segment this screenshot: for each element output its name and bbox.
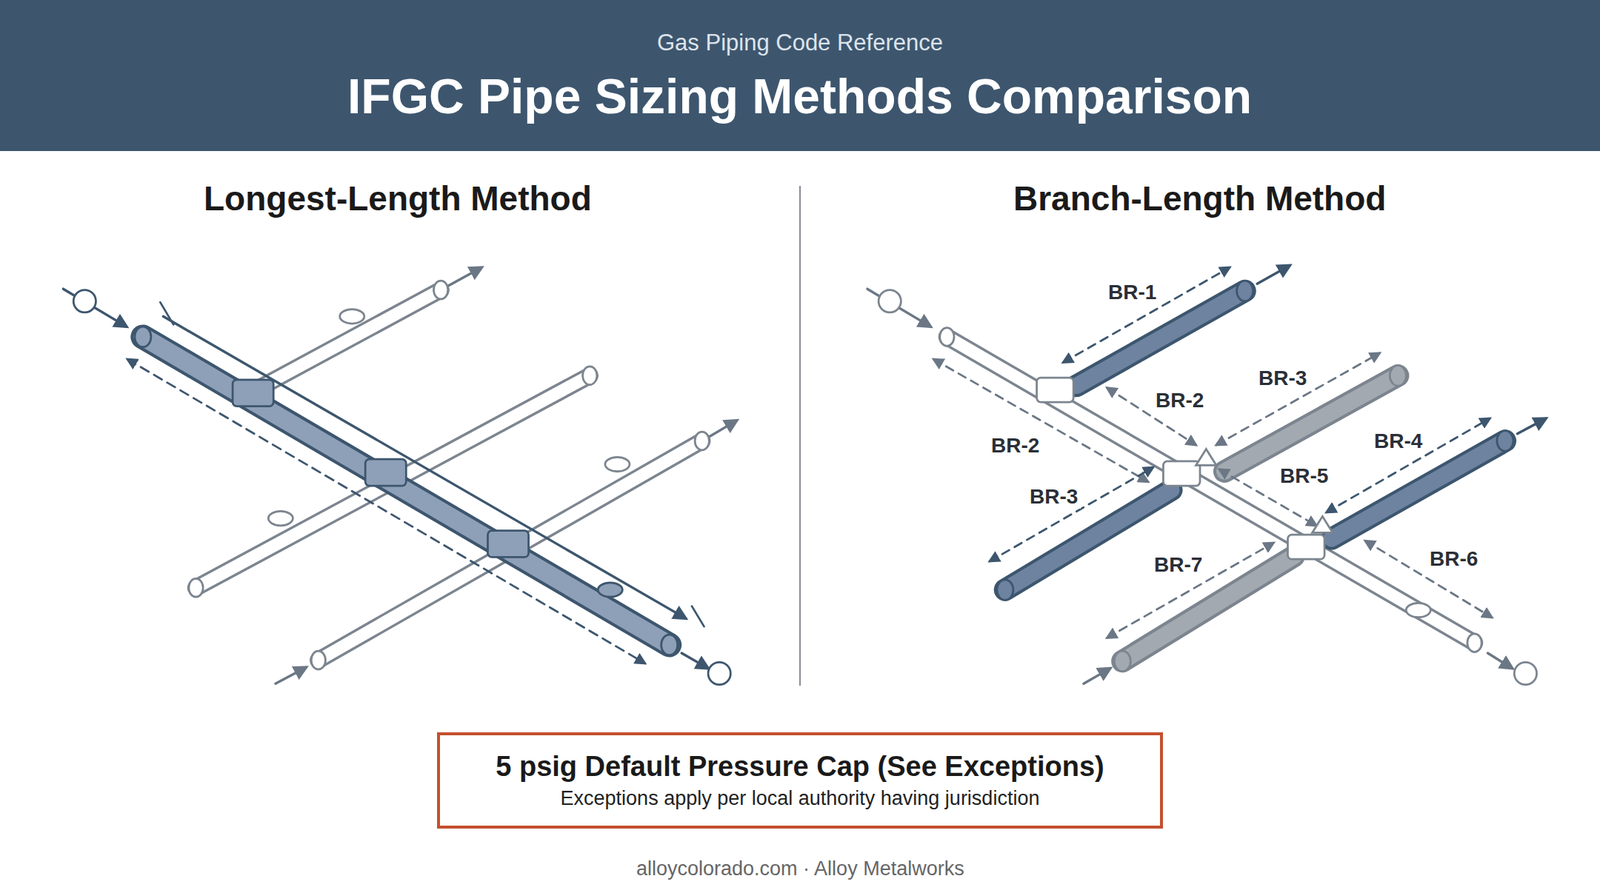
note-heading: 5 psig Default Pressure Cap (See Excepti… <box>440 751 1160 783</box>
caption: alloycolorado.com · Alloy Metalworks <box>636 857 965 881</box>
branch-label: BR-5 <box>1277 464 1332 489</box>
section-heading: Branch-Length Method <box>1013 179 1386 219</box>
section-heading: Longest-Length Method <box>203 179 592 219</box>
branch-label: BR-1 <box>1105 280 1160 305</box>
note-body: Exceptions apply per local authority hav… <box>440 787 1160 811</box>
branch-label: BR-3 <box>1255 366 1310 391</box>
branch-label: BR-2 <box>1152 388 1207 413</box>
title: IFGC Pipe Sizing Methods Comparison <box>347 68 1252 126</box>
branch-label: BR-2 <box>988 434 1043 458</box>
branch-label: BR-7 <box>1151 553 1206 578</box>
branch-label: BR-6 <box>1426 547 1481 572</box>
subtitle: Gas Piping Code Reference <box>657 29 943 57</box>
note-box: 5 psig Default Pressure Cap (See Excepti… <box>437 732 1163 829</box>
branch-label: BR-4 <box>1371 429 1426 454</box>
branch-label: BR-3 <box>1026 485 1081 509</box>
